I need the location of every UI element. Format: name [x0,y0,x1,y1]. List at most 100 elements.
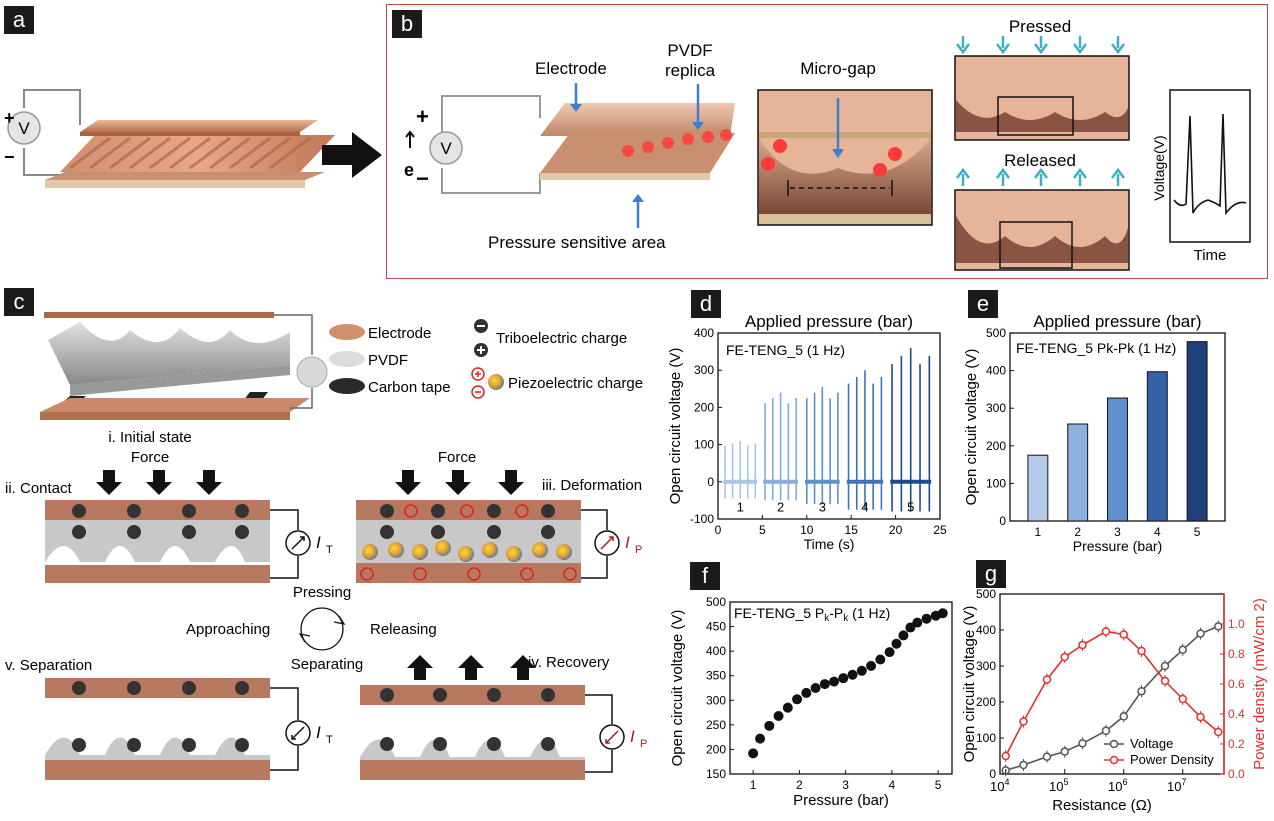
chart-d-xtick-label: 5 [759,523,766,537]
chart-g-point [1196,712,1205,722]
contact-label: ii. Contact [5,480,73,497]
recovery-circuit [585,694,613,773]
chart-e-xtick-label: 1 [1035,525,1042,539]
panel-b-illustration: V + − e Electrode PVDF replica Pressure … [404,17,1251,271]
chart-g-point [1119,630,1128,639]
chart-f-point [838,673,849,684]
micro-gap-bottom [759,214,931,224]
piezo-dipole-icon [488,374,504,390]
cycle-icon [300,607,344,651]
chart-f-point [748,748,759,759]
chart-e-annotation: FE-TENG_5 Pk-Pk (1 Hz) [1016,340,1176,356]
ammeter-deformation-needle [600,536,614,550]
micro-gap-arrowhead-icon [832,149,844,158]
recovery-stack [360,685,585,780]
chart-g-ytick2-label: 0.0 [1228,767,1245,781]
chart-g-point [1060,652,1069,662]
panel-label-f: f [690,562,720,590]
cycle-arrowhead-2 [298,633,311,643]
wire-bottom [23,148,60,176]
chart-d-ytick-label: 100 [694,438,714,452]
panel-label-e: e [968,290,998,318]
ammeter-contact-needle [291,536,305,550]
force-left-label: Force [131,449,169,466]
released-label: Released [1004,151,1076,170]
ammeter-separation-needle [291,726,305,740]
chart-g-ytick-label: 0 [989,767,996,781]
chart-g-point [1178,694,1188,704]
chart-g-ylabel2: Power density (mW/cm 2) [1251,598,1268,770]
right-arrow-icon [322,132,382,178]
ammeter-recovery-needle [605,730,619,744]
chart-g-point [1001,751,1010,761]
chart-d-group-label: 2 [777,500,784,515]
chart-d-group-label: 5 [907,500,914,515]
released-arrows-icon [956,167,1125,186]
chart-f-xtick-label: 5 [935,778,942,792]
plus-sign: + [4,108,15,128]
recovery-arrows-icon [407,655,536,680]
chart-f-point [755,733,766,744]
micro-gap-charges [761,139,902,177]
chart-f-point [866,660,877,671]
legend-electrode-swatch [329,324,365,340]
chart-g-ytick-label: 300 [976,659,996,673]
electron-label: e [404,160,414,180]
chart-f-xtick-label: 1 [750,778,757,792]
chart-d-annotation: FE-TENG_5 (1 Hz) [726,342,845,358]
legend-electrode-label: Electrode [368,325,431,342]
panel-label-b: b [392,10,422,38]
chart-g-point [1078,739,1087,748]
chart-f-xtick-label: 2 [796,778,803,792]
chart-g-point [1019,760,1028,770]
pvdf-arrowhead-icon [692,122,704,130]
current-P-deformation: I [625,533,630,552]
chart-g-xtick-label: 105 [1049,777,1068,794]
replica-label: replica [665,61,716,80]
micro-gap-interface [759,132,931,138]
contact-circuit [270,509,299,579]
chart-e-xtick-label: 5 [1194,525,1201,539]
panel-b-frame [386,4,1268,279]
chart-g-ytick-label: 400 [976,623,996,637]
chart-f-ytick-label: 200 [706,742,726,756]
chart-e-xtick-label: 4 [1154,525,1161,539]
top-electrode [80,120,318,132]
chart-f-point [829,676,840,687]
chart-d-group-label: 4 [861,500,868,515]
chart-g-ytick2-label: 0.4 [1228,707,1245,721]
chart-f-annotation: FE-TENG_5 Pk-Pk (1 Hz) [734,605,890,624]
meter-c-icon [296,356,328,388]
chart-e-bar [1186,341,1208,522]
chart-g-point [1060,747,1069,756]
chart-e-ytick-label: 200 [986,439,1006,453]
cycle-arrowhead-1 [333,615,346,625]
chart-f-point [773,711,784,722]
chart-d-axes-frame [717,332,941,520]
chart-e-title: Applied pressure (bar) [1033,312,1201,331]
chart-e-bar [1027,454,1049,522]
separating-label: Separating [291,656,364,673]
approaching-label: Approaching [186,621,270,638]
electrode-arrowhead-icon [570,104,582,112]
chart-d-xtick-label: 0 [715,523,722,537]
tribo-positive-glyph [477,346,485,354]
chart-g-legend-marker [1109,739,1119,749]
tribo-negative-glyph [477,325,485,327]
legend-piezo-label: Piezoelectric charge [508,375,643,392]
chart-d-group-label: 1 [737,500,744,515]
device-pvdf-edge [70,365,290,396]
piezo-positive-icon [471,367,485,381]
device-pvdf [48,322,290,385]
device-bottom-electrode [40,398,310,412]
chart-f-point [819,679,830,690]
chart-f-point [937,608,948,619]
separation-label: v. Separation [5,657,92,674]
chart-f-point [764,720,775,731]
pressed-arrows-icon [956,36,1125,55]
device-bottom-edge [40,412,290,420]
chart-g-legend-marker [1109,755,1119,765]
released-film [956,216,1128,263]
